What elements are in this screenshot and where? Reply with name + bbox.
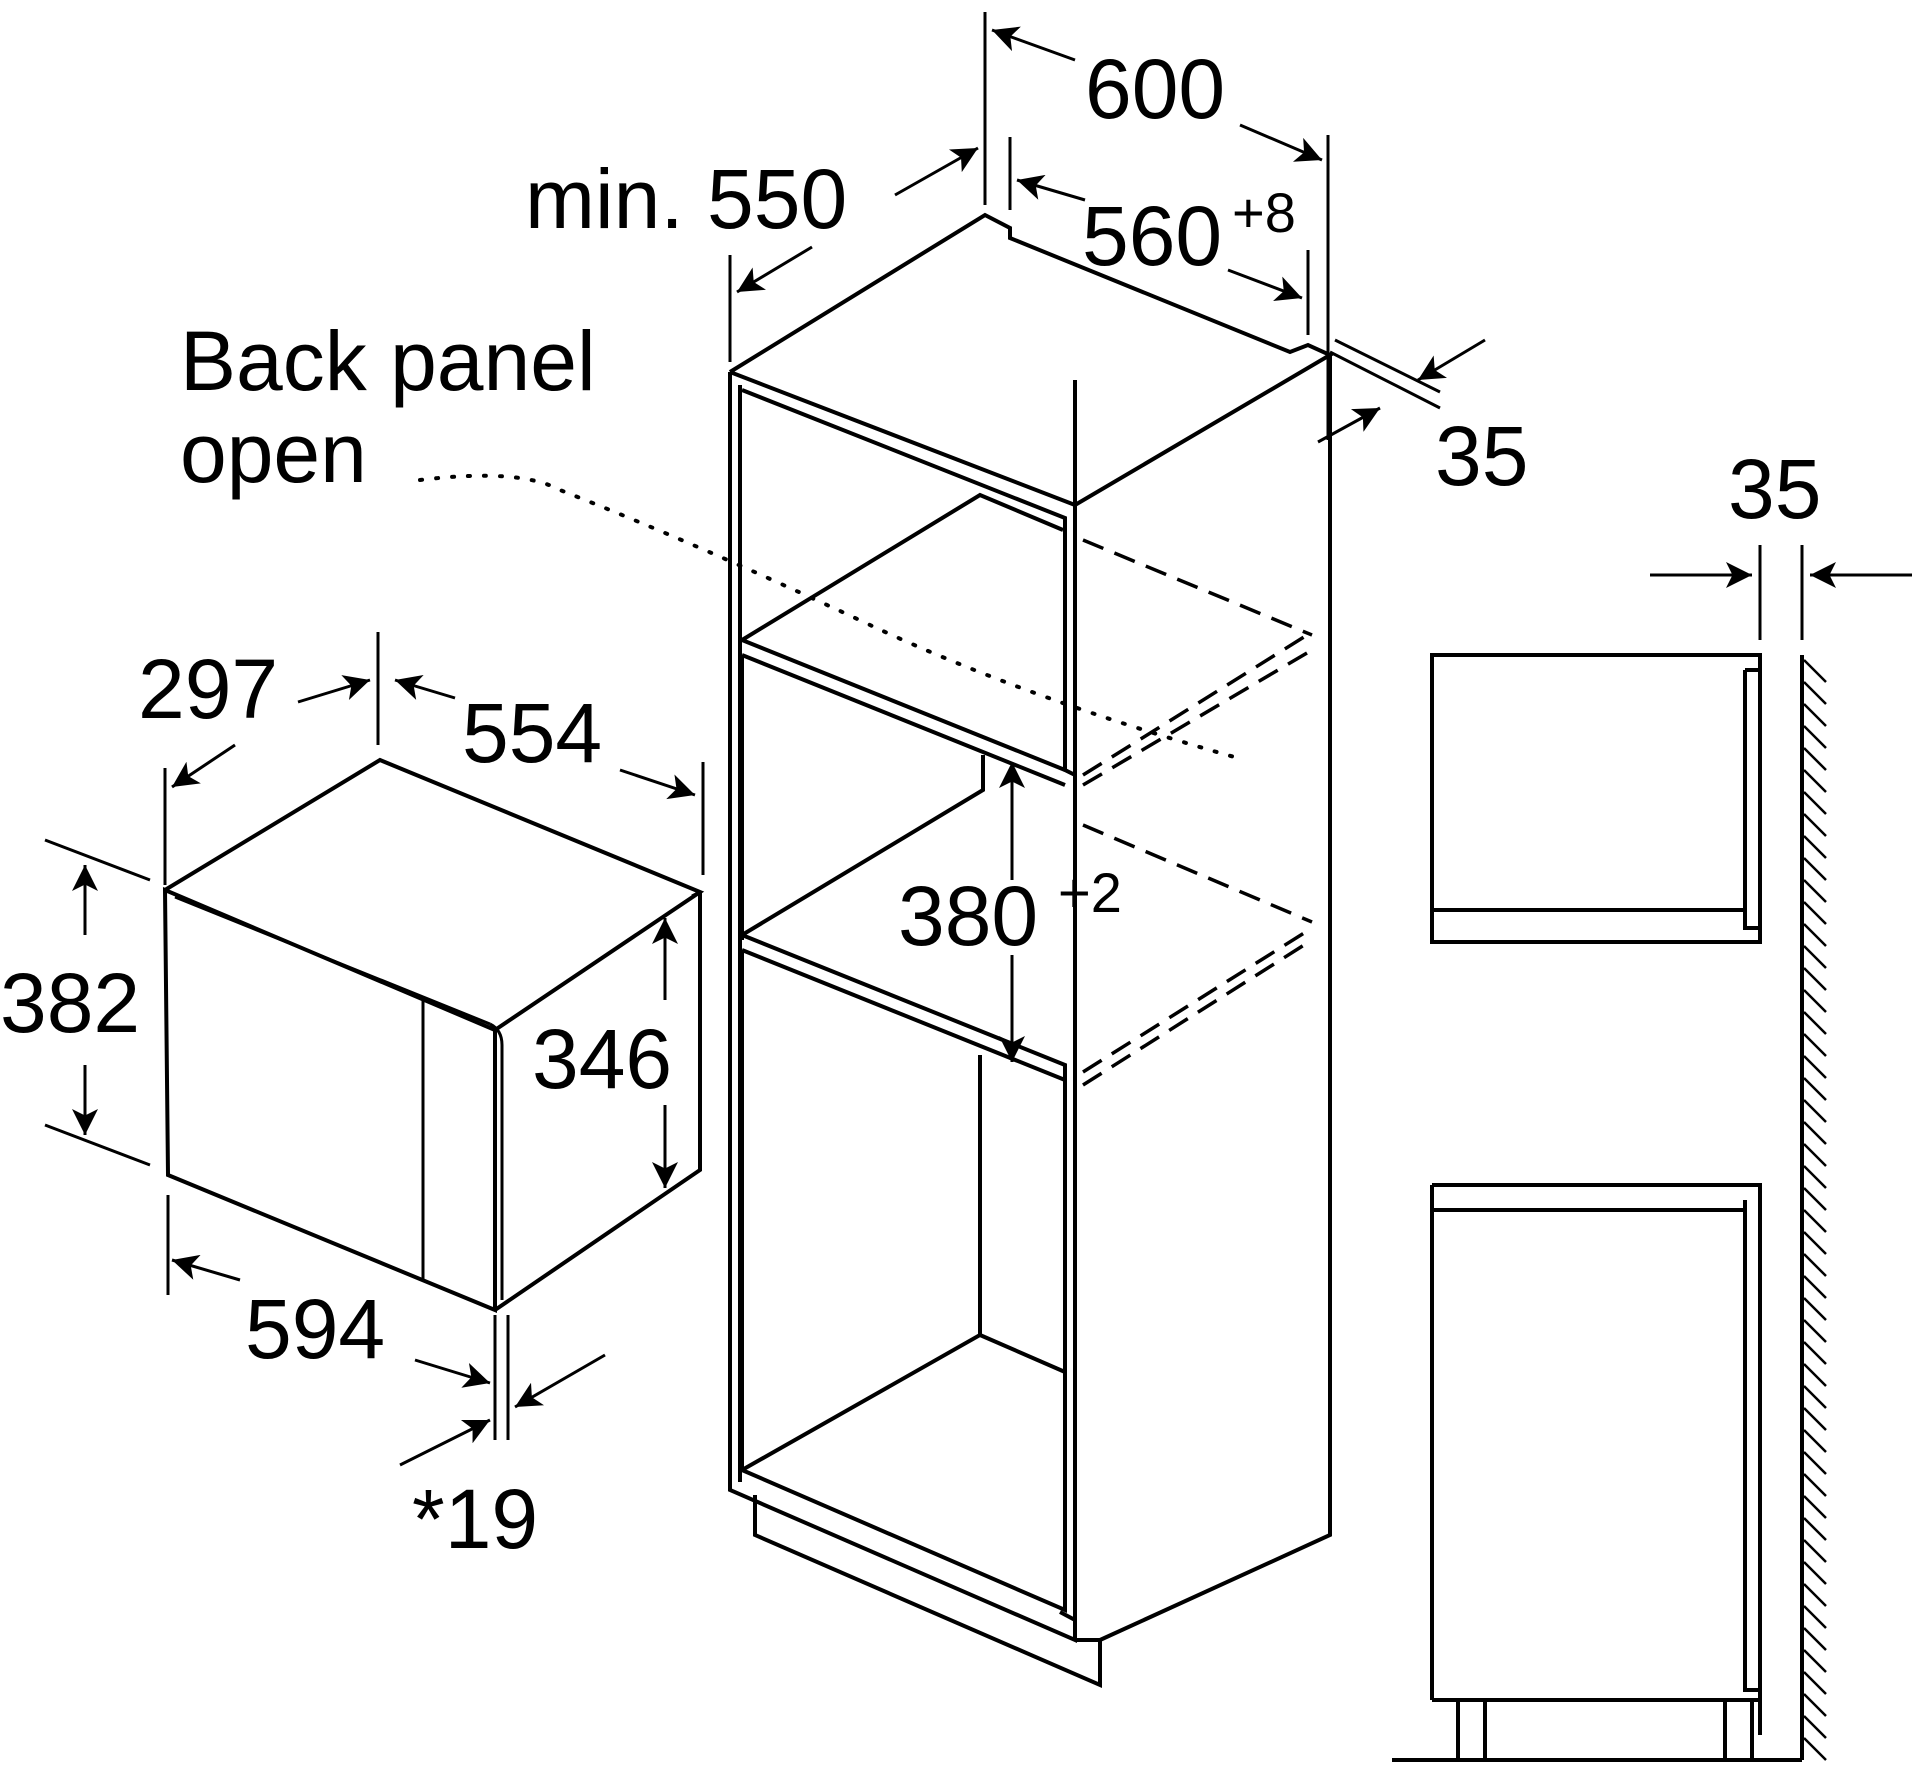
hatch-line	[1803, 1583, 1827, 1607]
hatch-line	[1803, 1121, 1827, 1145]
dimension-346: 346	[532, 1012, 672, 1106]
hatch-line	[1803, 1011, 1827, 1035]
dimension-600: 600	[1085, 42, 1225, 136]
hatch-line	[1803, 1429, 1827, 1453]
hatch-line	[1803, 1627, 1827, 1651]
dimension-35-top: 35	[1435, 409, 1528, 503]
dimension-297: 297	[138, 642, 278, 736]
dimension-594: 594	[245, 1282, 385, 1376]
hatch-line	[1803, 1737, 1827, 1761]
hatch-line	[1803, 967, 1827, 991]
hatch-line	[1803, 835, 1827, 859]
back-panel-label-line2: open	[180, 406, 367, 500]
hatch-line	[1803, 1077, 1827, 1101]
dimension-554: 554	[462, 686, 602, 780]
hatch-line	[1803, 1319, 1827, 1343]
hatch-line	[1803, 1649, 1827, 1673]
hatch-line	[1803, 703, 1827, 727]
hatch-line	[1803, 857, 1827, 881]
hatch-line	[1803, 1187, 1827, 1211]
hatch-line	[1803, 879, 1827, 903]
dimension-560-tolerance: +8	[1232, 181, 1296, 244]
hatch-line	[1803, 1231, 1827, 1255]
cabinet-dimensions	[728, 12, 1486, 1062]
dimension-min-550: min. 550	[525, 152, 847, 246]
hatch-line	[1803, 989, 1827, 1013]
hatch-line	[1803, 659, 1827, 683]
hatch-line	[1803, 1385, 1827, 1409]
hatch-line	[1803, 769, 1827, 793]
hatch-line	[1803, 1143, 1827, 1167]
hatch-line	[1803, 923, 1827, 947]
hatch-line	[1803, 1165, 1827, 1189]
hatch-line	[1803, 1363, 1827, 1387]
hatch-line	[1803, 1297, 1827, 1321]
dimension-382: 382	[0, 956, 140, 1050]
hatch-line	[1803, 1275, 1827, 1299]
hatch-line	[1803, 1341, 1827, 1365]
hatch-line	[1803, 747, 1827, 771]
hatch-line	[1803, 945, 1827, 969]
hatch-line	[1803, 1473, 1827, 1497]
hatch-line	[1803, 1253, 1827, 1277]
hatch-line	[1803, 1561, 1827, 1585]
hatch-line	[1803, 1539, 1827, 1563]
hatch-line	[1803, 1693, 1827, 1717]
dimension-380: 380	[898, 869, 1038, 963]
hatch-line	[1803, 1605, 1827, 1629]
dimension-19: *19	[412, 1472, 538, 1566]
hatch-line	[1803, 1033, 1827, 1057]
hatch-line	[1803, 1055, 1827, 1079]
back-panel-label-line1: Back panel	[180, 314, 596, 408]
side-view	[1392, 545, 1912, 1762]
microwave-dimensions	[44, 632, 705, 1467]
hatch-line	[1803, 1715, 1827, 1739]
hatch-line	[1803, 1495, 1827, 1519]
hatch-line	[1803, 681, 1827, 705]
hatch-line	[1803, 725, 1827, 749]
hatch-line	[1803, 791, 1827, 815]
hatch-line	[1803, 1407, 1827, 1431]
hatch-line	[1803, 901, 1827, 925]
hatch-line	[1803, 1451, 1827, 1475]
hatch-line	[1803, 1517, 1827, 1541]
wall-hatching	[1803, 659, 1827, 1761]
dimension-380-tolerance: +2	[1058, 861, 1122, 924]
hatch-line	[1803, 1209, 1827, 1233]
microwave-appliance	[162, 757, 705, 1313]
tall-cabinet	[418, 212, 1335, 1689]
hatch-line	[1803, 1671, 1827, 1695]
hatch-line	[1803, 813, 1827, 837]
hatch-line	[1803, 1099, 1827, 1123]
dimension-35-side: 35	[1728, 442, 1821, 536]
dimension-560: 560	[1082, 189, 1222, 283]
